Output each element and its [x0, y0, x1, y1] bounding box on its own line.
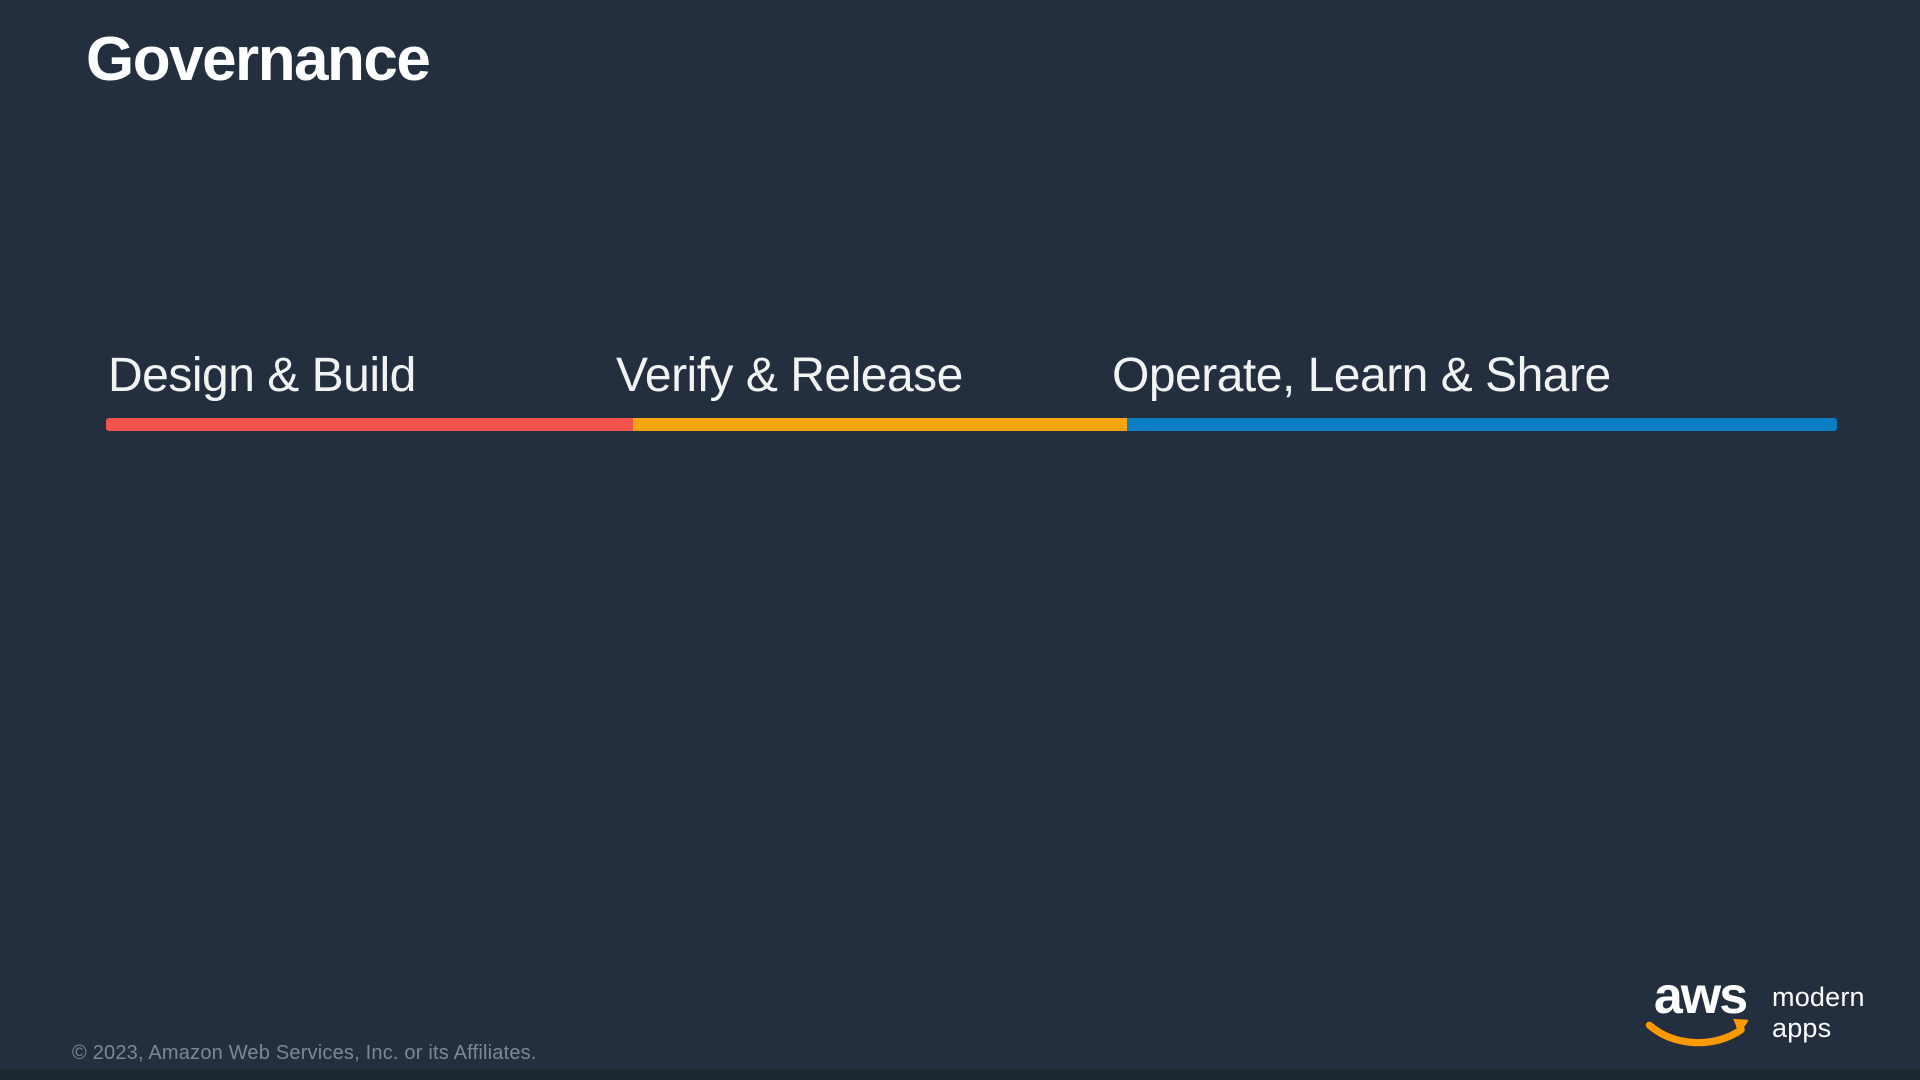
phase-timeline: Design & Build Verify & Release Operate,…	[106, 348, 1837, 434]
phase-bar-segment-operate-learn-share	[1127, 418, 1837, 431]
aws-smile-arrowhead	[1733, 1018, 1749, 1033]
slide-title: Governance	[86, 25, 431, 94]
phase-label-verify-release: Verify & Release	[616, 349, 963, 402]
phase-bar-segment-verify-release	[633, 418, 1127, 431]
aws-logo: aws	[1644, 967, 1756, 1047]
logo-product-name: modern apps	[1772, 982, 1865, 1044]
bottom-strip	[0, 1069, 1920, 1080]
logo-product-line1: modern	[1772, 982, 1865, 1012]
aws-smile-curve	[1645, 1021, 1745, 1047]
phase-bar-segment-design-build	[106, 418, 633, 431]
aws-smile-icon	[1645, 1018, 1749, 1047]
phase-label-design-build: Design & Build	[108, 349, 416, 402]
logo-product-line2: apps	[1772, 1013, 1832, 1043]
phase-label-operate-learn-share: Operate, Learn & Share	[1112, 349, 1611, 402]
phase-bar	[106, 418, 1837, 431]
copyright-text: © 2023, Amazon Web Services, Inc. or its…	[72, 1042, 537, 1064]
aws-modern-apps-logo: aws modern apps	[1644, 967, 1865, 1047]
aws-wordmark-text: aws	[1653, 967, 1748, 1025]
